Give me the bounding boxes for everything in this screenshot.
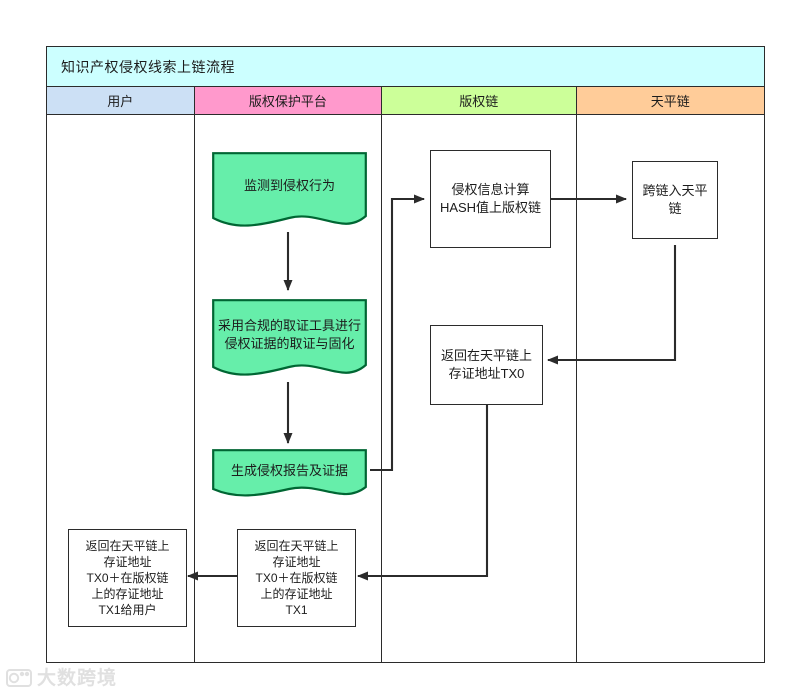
node-evidence-collection[interactable]: 采用合规的取证工具进行 侵权证据的取证与固化 (212, 299, 367, 382)
lane-header-copyright-chain-label: 版权链 (459, 94, 499, 109)
node-cross-chain-to-balance-label: 跨链入天平 链 (642, 183, 708, 216)
lane-header-user: 用户 (47, 87, 195, 115)
node-return-tx0[interactable]: 返回在天平链上 存证地址TX0 (430, 325, 543, 405)
lane-header-copyright-chain: 版权链 (382, 87, 577, 115)
lane-header-row: 用户 版权保护平台 版权链 天平链 (47, 87, 764, 115)
camera-icon (6, 668, 32, 687)
watermark: 大数跨境 (6, 663, 117, 690)
node-evidence-collection-label: 采用合规的取证工具进行 侵权证据的取证与固化 (218, 317, 362, 351)
node-hash-to-copyright-chain-label: 侵权信息计算 HASH值上版权链 (439, 182, 542, 215)
document-shape-icon (212, 449, 367, 497)
node-return-tx0-label: 返回在天平链上 存证地址TX0 (440, 348, 532, 381)
node-monitor-infringement-label: 监测到侵权行为 (243, 178, 335, 194)
document-shape-icon (212, 152, 367, 227)
node-return-tx0-tx1-platform[interactable]: 返回在天平链上 存证地址 TX0＋在版权链 上的存证地址 TX1 (237, 529, 356, 627)
lane-header-platform-label: 版权保护平台 (248, 94, 327, 109)
node-generate-report[interactable]: 生成侵权报告及证据 (212, 449, 367, 501)
node-cross-chain-to-balance[interactable]: 跨链入天平 链 (632, 161, 718, 239)
document-shape-icon (212, 299, 367, 376)
page-title: 知识产权侵权线索上链流程 (47, 47, 764, 87)
node-generate-report-label: 生成侵权报告及证据 (230, 463, 348, 479)
lane-header-user-label: 用户 (107, 94, 134, 109)
node-return-tx0-tx1-platform-label: 返回在天平链上 存证地址 TX0＋在版权链 上的存证地址 TX1 (254, 538, 339, 618)
lane-header-platform: 版权保护平台 (194, 87, 383, 115)
lane-header-balance-chain: 天平链 (576, 87, 764, 115)
node-return-tx0-tx1-user-label: 返回在天平链上 存证地址 TX0＋在版权链 上的存证地址 TX1给用户 (85, 538, 170, 618)
node-hash-to-copyright-chain[interactable]: 侵权信息计算 HASH值上版权链 (430, 150, 551, 248)
watermark-text: 大数跨境 (37, 668, 118, 689)
node-monitor-infringement[interactable]: 监测到侵权行为 (212, 152, 367, 232)
lane-header-balance-chain-label: 天平链 (650, 94, 690, 109)
node-return-tx0-tx1-user[interactable]: 返回在天平链上 存证地址 TX0＋在版权链 上的存证地址 TX1给用户 (68, 529, 187, 627)
